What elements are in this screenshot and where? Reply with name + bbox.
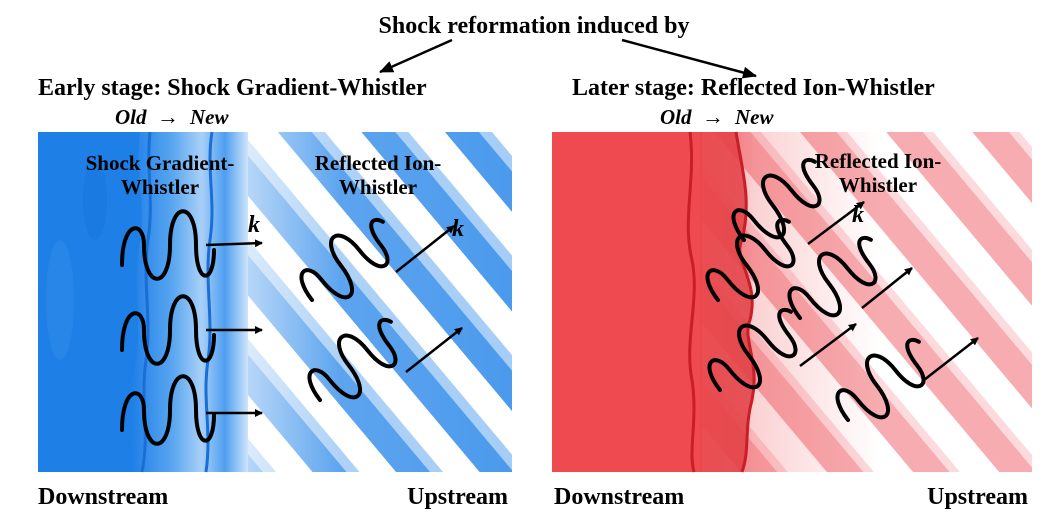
right-stage-title: Later stage: Reflected Ion-Whistler [572, 75, 935, 101]
right-panel: Reflected Ion- Whistler k Downstream Ups… [552, 131, 1032, 510]
left-ri-k-arrow-1 [395, 225, 455, 273]
right-ri-k-arrow-4 [923, 337, 979, 381]
right-ri-wave-2 [705, 217, 796, 302]
right-reflected-label-line2: Whistler [839, 173, 917, 197]
right-ri-wave-4 [707, 307, 798, 392]
left-sg-wave-1 [120, 209, 263, 281]
title-arrow-right [621, 38, 757, 79]
left-old-new-label: Old → New [115, 104, 229, 129]
left-stage-title: Early stage: Shock Gradient-Whistler [38, 75, 427, 101]
left-reflected-label-line2: Whistler [339, 175, 417, 199]
left-ri-wave-2 [307, 317, 398, 402]
left-k-label-upper: k [248, 212, 260, 238]
left-shock-gradient-label-line1: Shock Gradient- [86, 151, 235, 175]
right-ri-wave-3 [787, 235, 878, 320]
left-ri-k-arrow-2 [405, 327, 463, 373]
left-ri-wave-1 [299, 217, 390, 302]
right-upstream-label: Upstream [927, 484, 1028, 510]
right-reflected-label-line1: Reflected Ion- [815, 149, 942, 173]
right-ri-wave-5 [835, 337, 926, 422]
right-old-new-arrow: → [702, 104, 724, 129]
right-ri-k-arrow-3 [799, 323, 857, 367]
title-arrow-left [379, 38, 453, 74]
left-old-new-arrow: → [157, 104, 179, 129]
left-sg-wave-3 [120, 374, 263, 446]
right-k-label: k [852, 202, 864, 228]
right-new-label: New [734, 105, 774, 129]
figure-title: Shock reformation induced by [379, 13, 690, 39]
right-ri-wave-1 [731, 157, 822, 242]
right-new-shock-front [734, 131, 756, 473]
right-old-new-label: Old → New [660, 104, 774, 129]
left-upstream-label: Upstream [407, 484, 508, 510]
left-k-label-right: k [452, 216, 464, 242]
left-shock-gradient-label-line2: Whistler [121, 175, 199, 199]
left-panel: Shock Gradient- Whistler Reflected Ion- … [38, 131, 512, 510]
right-ri-k-arrow-1 [807, 201, 865, 245]
left-new-label: New [189, 105, 229, 129]
right-old-shock-front [686, 131, 696, 473]
left-sg-wave-2 [120, 294, 263, 366]
right-old-label: Old [660, 105, 692, 129]
left-old-label: Old [115, 105, 147, 129]
left-downstream-label: Downstream [38, 484, 168, 510]
right-ri-k-arrow-2 [861, 267, 913, 309]
right-downstream-label: Downstream [554, 484, 684, 510]
left-reflected-label-line1: Reflected Ion- [315, 151, 442, 175]
